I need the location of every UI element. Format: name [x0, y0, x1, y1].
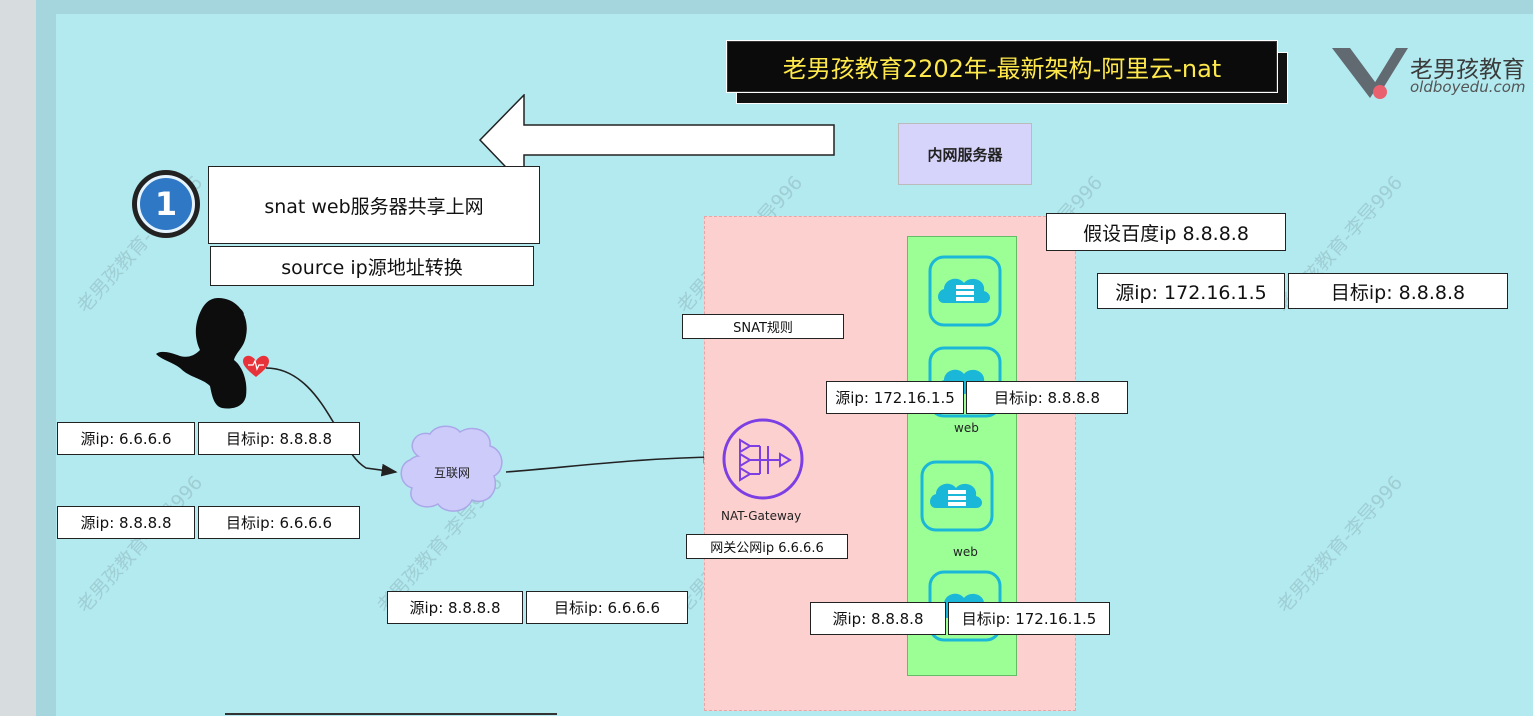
- direction-arrow: [478, 94, 835, 188]
- internet-label: 互联网: [434, 466, 471, 480]
- src-ip-box: 源ip: 172.16.1.5: [826, 381, 964, 414]
- src-ip-box: 源ip: 8.8.8.8: [57, 506, 195, 539]
- dst-ip-box: 目标ip: 8.8.8.8: [198, 422, 360, 455]
- src-ip-box: 源ip: 6.6.6.6: [57, 422, 195, 455]
- step-number: 1: [154, 185, 178, 223]
- src-ip-box: 源ip: 8.8.8.8: [810, 602, 946, 635]
- dst-ip-box: 目标ip: 8.8.8.8: [1288, 273, 1508, 309]
- heart-icon: [243, 355, 269, 377]
- top-panel-edge: [56, 0, 1533, 14]
- snat-rule-box: SNAT规则: [682, 314, 844, 339]
- logo-url: oldboyedu.com: [1410, 78, 1526, 96]
- snat-box: snat web服务器共享上网: [208, 166, 540, 244]
- left-panel-shadow: [36, 0, 56, 716]
- dst-ip-box: 目标ip: 6.6.6.6: [198, 506, 360, 539]
- src-ip-box: 源ip: 172.16.1.5: [1097, 273, 1285, 309]
- nat-gateway-label: NAT-Gateway: [721, 509, 802, 523]
- logo-mark-icon: [1332, 48, 1408, 99]
- internet-cloud-icon: [400, 425, 503, 512]
- src-ip-box: 源ip: 8.8.8.8: [387, 591, 523, 624]
- dst-ip-box: 目标ip: 8.8.8.8: [966, 381, 1128, 414]
- page-title: 老男孩教育2202年-最新架构-阿里云-nat: [726, 40, 1278, 93]
- left-panel-edge: [0, 0, 36, 716]
- web-server-icon: [928, 255, 1002, 327]
- dst-ip-box: 目标ip: 172.16.1.5: [948, 602, 1110, 635]
- web-label: web: [954, 421, 979, 435]
- dst-ip-box: 目标ip: 6.6.6.6: [526, 591, 688, 624]
- assume-baidu-box: 假设百度ip 8.8.8.8: [1046, 213, 1286, 251]
- inner-server-box: 内网服务器: [898, 123, 1032, 185]
- logo-name: 老男孩教育: [1410, 57, 1525, 83]
- web-label: web: [953, 545, 978, 559]
- bottom-box-edge: [225, 713, 557, 715]
- step-badge: 1: [132, 170, 200, 238]
- nat-gateway-icon: [722, 418, 804, 500]
- web-server-icon: [920, 460, 994, 532]
- client-person-icon: [156, 298, 247, 409]
- gateway-ip-box: 网关公网ip 6.6.6.6: [686, 534, 848, 559]
- source-box: source ip源地址转换: [210, 246, 534, 286]
